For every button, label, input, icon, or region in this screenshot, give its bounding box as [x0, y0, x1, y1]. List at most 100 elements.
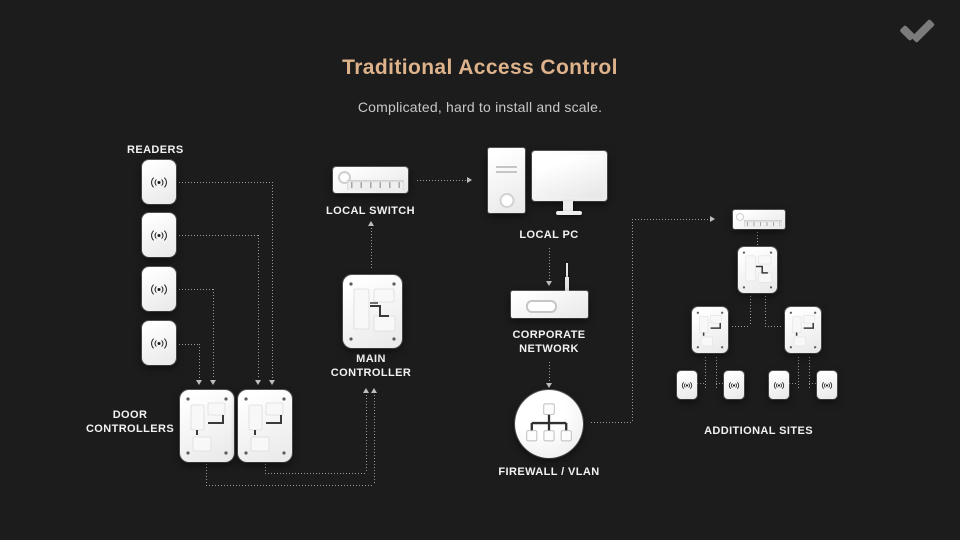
switch-led-icon [736, 213, 744, 221]
local-pc-label: LOCAL PC [519, 229, 579, 241]
arrow-down-icon [210, 380, 216, 385]
connection-line [632, 219, 633, 422]
arrow-down-icon [269, 380, 275, 385]
remote-reader-device [677, 371, 697, 399]
door-controllers-label: DOOR CONTROLLERS [85, 409, 175, 435]
antenna-icon [565, 277, 569, 292]
circuit-board-icon [186, 397, 228, 455]
connection-line [179, 182, 272, 183]
circuit-board-icon [789, 311, 817, 349]
reader-device [142, 213, 176, 257]
corporate-network-device [511, 291, 588, 318]
page-subtitle: Complicated, hard to install and scale. [357, 99, 603, 115]
firewall-vlan-label: FIREWALL / VLAN [498, 466, 600, 478]
connection-line [179, 289, 213, 290]
connection-line [258, 235, 259, 379]
page-title: Traditional Access Control [342, 56, 618, 79]
arrow-up-icon [363, 388, 369, 393]
antenna-icon [566, 263, 568, 278]
remote-reader-device [724, 371, 744, 399]
connection-line [417, 180, 467, 181]
connection-line [697, 383, 705, 384]
connection-line [798, 357, 799, 390]
connection-line [374, 395, 375, 485]
reader-device [142, 267, 176, 311]
connection-line [206, 485, 374, 486]
contactless-signal-icon [728, 381, 740, 389]
door-controller-device [238, 390, 292, 462]
network-tree-icon [526, 403, 572, 442]
circuit-board-icon [742, 251, 773, 289]
remote-door-controller-device [785, 307, 821, 353]
remote-reader-device [817, 371, 837, 399]
arrow-right-icon [467, 177, 472, 183]
local-switch-label: LOCAL SWITCH [326, 205, 415, 217]
connection-line [549, 362, 550, 383]
remote-reader-device [769, 371, 789, 399]
connection-line [179, 344, 199, 345]
door-controller-device [180, 390, 234, 462]
router-slot-icon [526, 300, 557, 313]
connection-line [591, 422, 632, 423]
contactless-signal-icon [151, 229, 167, 241]
switch-ports-icon [744, 220, 782, 227]
monitor-stand [563, 201, 573, 212]
remote-main-controller-device [738, 247, 777, 293]
connection-line [213, 289, 214, 379]
connection-line [732, 326, 750, 327]
main-controller-label: MAIN CONTROLLER [330, 353, 412, 379]
connection-line [757, 232, 758, 245]
local-switch-device [333, 167, 408, 193]
connection-line [265, 464, 266, 473]
reader-device [142, 321, 176, 365]
connection-line [199, 344, 200, 379]
contactless-signal-icon [151, 283, 167, 295]
arrow-down-icon [196, 380, 202, 385]
connection-line [632, 219, 710, 220]
connection-line [265, 473, 366, 474]
contactless-signal-icon [821, 381, 833, 389]
contactless-signal-icon [681, 381, 693, 389]
circuit-board-icon [349, 282, 396, 341]
circuit-board-icon [244, 397, 286, 455]
arrow-down-icon [546, 281, 552, 286]
arrow-down-icon [546, 383, 552, 388]
brand-chevron-logo-icon [897, 16, 939, 50]
connection-line [549, 248, 550, 281]
arrow-right-icon [710, 216, 715, 222]
main-controller-device [343, 275, 402, 348]
connection-line [716, 357, 717, 390]
connection-line [809, 357, 810, 390]
circuit-board-icon [696, 311, 724, 349]
arrow-up-icon [371, 388, 377, 393]
connection-line [206, 464, 207, 485]
remote-door-controller-device [692, 307, 728, 353]
connection-line [716, 383, 724, 384]
connection-line [371, 228, 372, 268]
firewall-vlan-device [515, 390, 583, 458]
connection-line [705, 357, 706, 390]
contactless-signal-icon [151, 337, 167, 349]
connection-line [179, 235, 258, 236]
connection-line [765, 326, 782, 327]
pc-tower-icon [488, 148, 525, 213]
remote-switch-device [733, 210, 785, 229]
contactless-signal-icon [773, 381, 785, 389]
connection-line [750, 296, 751, 326]
monitor-base [556, 211, 582, 215]
corporate-network-label: CORPORATE NETWORK [512, 329, 586, 355]
connection-line [366, 395, 367, 473]
arrow-up-icon [368, 221, 374, 226]
readers-label: READERS [127, 144, 184, 156]
arrow-down-icon [255, 380, 261, 385]
contactless-signal-icon [151, 176, 167, 188]
power-button-icon [499, 193, 514, 208]
additional-sites-label: ADDITIONAL SITES [704, 425, 813, 437]
connection-line [809, 383, 817, 384]
connection-line [765, 296, 766, 326]
switch-ports-icon [347, 180, 404, 190]
reader-device [142, 160, 176, 204]
connection-line [272, 182, 273, 379]
pc-monitor-icon [532, 151, 607, 201]
